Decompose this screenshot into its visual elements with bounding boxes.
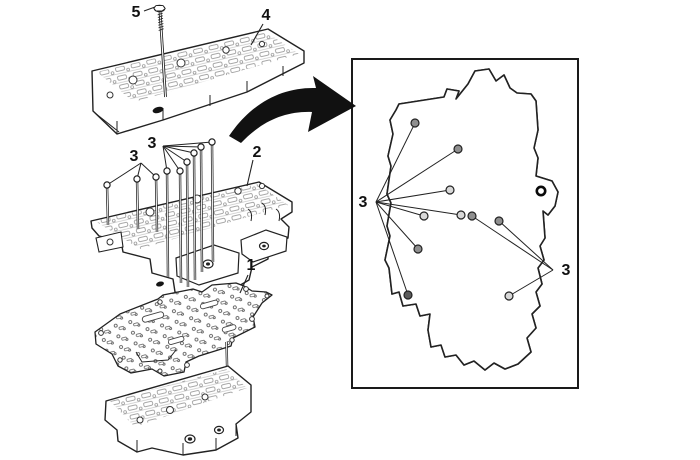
detail-callout-3-right-fan-line-2 xyxy=(508,269,554,297)
callout-3-upper-fan-line-3 xyxy=(162,145,195,154)
detail-bolt-dot-1 xyxy=(453,144,463,154)
callout-2: 2 xyxy=(253,144,262,161)
valve-body-bolt-part5 xyxy=(153,4,167,98)
callout-4-leader xyxy=(250,23,264,46)
magnify-arrow xyxy=(229,76,356,143)
detail-bolt-dots xyxy=(403,118,547,301)
detail-callout-3-left-fan-line-2 xyxy=(375,189,451,203)
bolt-shaft-core-4 xyxy=(200,146,203,273)
block-a-bore-center xyxy=(206,262,210,266)
callout-3-left-fan-line-0 xyxy=(106,162,142,186)
bolt-head-2 xyxy=(183,158,191,166)
valve-body-bolts xyxy=(103,138,216,288)
bolt-head-4 xyxy=(197,143,205,151)
bolt-shaft-core-1 xyxy=(179,170,182,284)
exploded-callout-labels: 5 4 33 2 1 xyxy=(130,4,271,274)
bolt5-thread-2 xyxy=(157,17,164,21)
callout-3-left: 3 xyxy=(130,148,139,165)
bolt-head-5 xyxy=(208,138,216,146)
bolt-head-6 xyxy=(103,181,111,189)
bolt5-thread-4 xyxy=(158,23,164,26)
callout-3-upper-fan-line-5 xyxy=(162,141,213,147)
callout-3-upper-fan-line-4 xyxy=(162,145,202,148)
detail-callout-3-right-fan-line-0 xyxy=(471,215,554,271)
bolt-shaft-core-5 xyxy=(211,141,214,263)
spacer-plate-corner-holes xyxy=(98,286,270,374)
callout-3-upper-fan-line-0 xyxy=(162,145,168,172)
detail-bolt-dot-2 xyxy=(445,185,455,195)
bolt-head-1 xyxy=(176,167,184,175)
lower-valve-body xyxy=(104,365,252,456)
main-body-hooks xyxy=(247,202,281,222)
bolt5-head-hex xyxy=(153,5,166,12)
bolt5-thread-6 xyxy=(158,28,164,31)
bolt5-thread-5 xyxy=(158,25,164,29)
left-tab-hole xyxy=(106,238,114,246)
detail-callout-3-right-fan-line-1 xyxy=(498,220,554,271)
bolt-head-8 xyxy=(152,173,160,181)
callout-5-leader xyxy=(143,6,156,12)
callout-3-upper: 3 xyxy=(148,135,157,152)
magnify-arrow-shape xyxy=(229,76,356,143)
bolt-shaft-core-8 xyxy=(155,176,158,233)
bolt5-thread-0 xyxy=(157,12,163,16)
lower-body-edge-ticks xyxy=(136,424,237,455)
main-valve-body-part2 xyxy=(90,181,293,300)
detail-ring-hole xyxy=(535,185,547,197)
main-body-dark-bore xyxy=(156,281,164,287)
bolt-head-0 xyxy=(163,167,171,175)
callout-4: 4 xyxy=(262,7,271,24)
callout-1: 1 xyxy=(247,257,256,274)
upper-body-holes xyxy=(106,40,266,99)
exploded-view xyxy=(90,4,305,456)
upper-valve-body-part4 xyxy=(91,28,305,135)
detail-callout-3-right: 3 xyxy=(562,262,571,279)
bolt-head-7 xyxy=(133,175,141,183)
lower-body-holes xyxy=(136,393,209,424)
bolt-head-3 xyxy=(190,149,198,157)
callout-3-upper-fan-line-2 xyxy=(162,145,188,163)
bolt-shaft-core-3 xyxy=(193,152,196,281)
detail-callout-3-left-fan-line-1 xyxy=(375,148,459,203)
spacer-plate-notch xyxy=(135,349,177,363)
block-b-bore-center xyxy=(262,244,266,248)
detail-bolt-dot-3 xyxy=(419,211,429,221)
bolt5-shaft-core xyxy=(159,10,167,98)
detail-bolt-dot-4 xyxy=(456,210,466,220)
detail-bolt-dot-5 xyxy=(467,211,477,221)
detail-callout-3-left-fan-line-0 xyxy=(375,122,416,203)
upper-body-dark-bore xyxy=(152,106,164,114)
upper-body-edge-ticks xyxy=(94,66,284,134)
exploded-callout-lines xyxy=(106,6,264,294)
detail-callout-3-left-fan-line-4 xyxy=(375,201,462,216)
bolt5-thread-3 xyxy=(158,20,164,24)
callout-2-leader xyxy=(246,159,254,187)
detail-callout-3-left-fan-line-5 xyxy=(375,201,419,250)
callout-3-upper-fan-line-1 xyxy=(162,145,181,172)
callout-1-leader xyxy=(239,274,249,294)
detail-callout-3-left-fan-line-3 xyxy=(375,201,425,217)
detail-bolt-dot-9 xyxy=(504,291,514,301)
detail-bolt-dot-6 xyxy=(494,216,504,226)
detail-callout-labels: 33 xyxy=(359,194,571,279)
detail-bolt-dot-0 xyxy=(410,118,420,128)
bolt-shaft-core-7 xyxy=(136,178,139,230)
spacer-plate-slots xyxy=(141,299,237,345)
detail-bolt-dot-8 xyxy=(403,290,413,300)
bolt5-thread-1 xyxy=(157,15,163,18)
bolt-shaft-core-2 xyxy=(186,161,189,288)
lower-body-bore-2-center xyxy=(217,428,221,432)
lower-body-bore-1-center xyxy=(187,437,193,441)
detail-callout-3-left-fan-line-6 xyxy=(375,201,409,296)
detail-callout-3-left: 3 xyxy=(359,194,368,211)
detail-bolt-dot-7 xyxy=(413,244,423,254)
spacer-plate-part1 xyxy=(94,282,273,377)
callout-5: 5 xyxy=(132,4,141,21)
bolt-shaft-core-6 xyxy=(106,184,109,226)
bolt5-threads xyxy=(157,12,164,31)
bolt-shaft-core-0 xyxy=(166,170,169,278)
detail-callout-lines xyxy=(375,122,554,297)
